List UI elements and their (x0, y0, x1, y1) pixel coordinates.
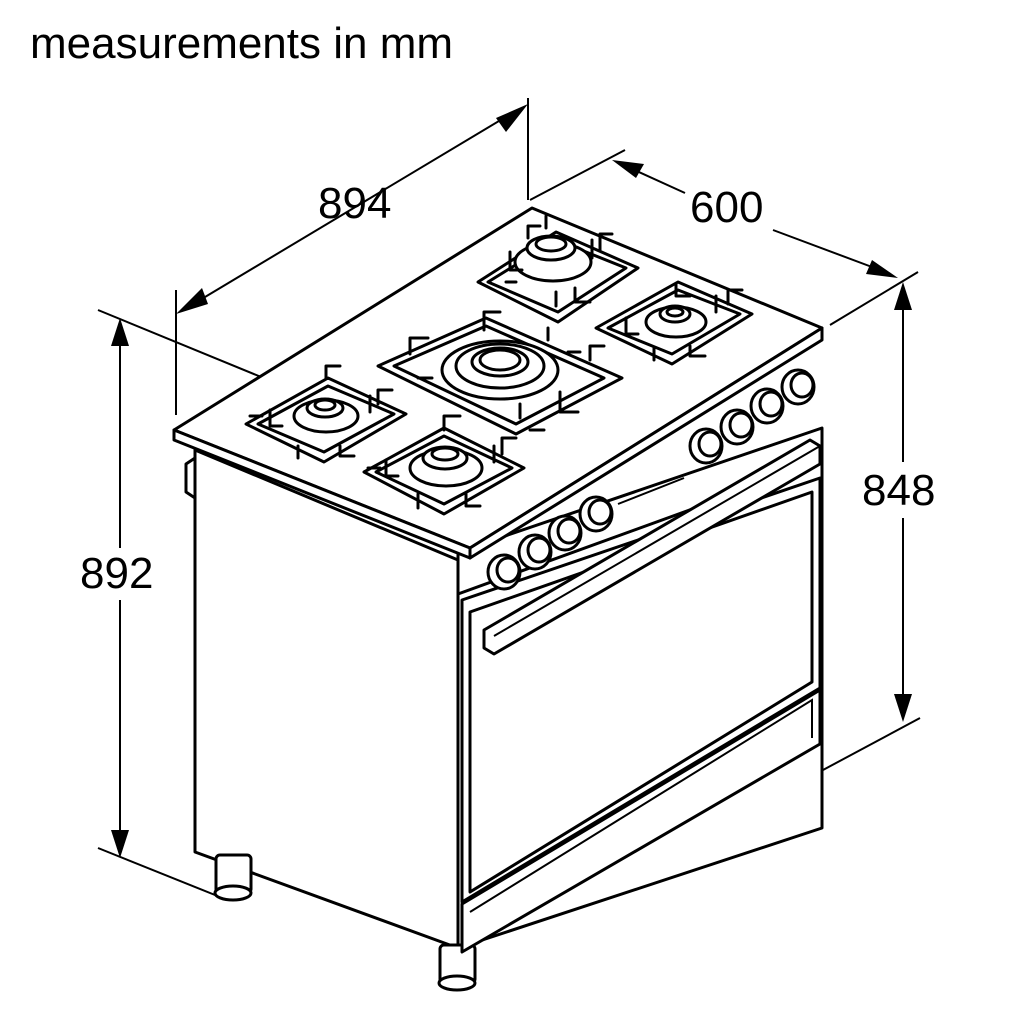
height-total-arrow-bottom (111, 830, 129, 858)
storage-drawer (460, 688, 822, 954)
knob-5[interactable] (688, 427, 724, 465)
knob-6[interactable] (719, 408, 755, 446)
burner-front (362, 414, 526, 516)
knob-7[interactable] (749, 387, 785, 425)
burner-left (244, 364, 408, 464)
width-arrow-left (176, 288, 208, 314)
height-total-label: 892 (80, 549, 153, 598)
width-dimension-line (189, 111, 515, 307)
side-hook (184, 456, 197, 500)
oven-door-handle (482, 438, 822, 656)
knob-2[interactable] (517, 533, 553, 571)
height-body-arrow-top (894, 282, 912, 310)
depth-arrow-back (612, 160, 644, 178)
depth-dimension-line-right (772, 229, 881, 271)
width-label: 894 (318, 179, 391, 228)
measurement-units-caption: measurements in mm (30, 19, 454, 68)
knob-8[interactable] (780, 368, 816, 406)
height-total-arrow-top (111, 318, 129, 346)
dimension-depth: 600 (529, 149, 919, 326)
height-body-label: 848 (862, 466, 935, 515)
dimension-height-body: 848 (794, 282, 935, 786)
depth-extension-back (529, 149, 626, 201)
knob-1[interactable] (486, 553, 522, 591)
depth-extension-front (829, 271, 919, 326)
control-knobs (486, 368, 816, 591)
storage-drawer-edge (469, 698, 813, 913)
knob-3[interactable] (547, 514, 583, 552)
knob-4[interactable] (578, 495, 614, 533)
burner-wok (376, 310, 624, 436)
height-body-arrow-bottom (894, 694, 912, 722)
width-arrow-right (496, 104, 528, 132)
hob-front-edge-right (468, 326, 824, 560)
depth-label: 600 (690, 183, 763, 232)
height-total-extension-bottom (97, 847, 216, 896)
depth-arrow-front (866, 260, 898, 278)
front-leg-middle (437, 943, 477, 992)
dimension-width: 894 (175, 98, 529, 415)
control-panel-slot (617, 477, 685, 505)
front-leg-left (213, 853, 253, 902)
burner-rear (476, 214, 640, 324)
burner-right (594, 280, 754, 366)
